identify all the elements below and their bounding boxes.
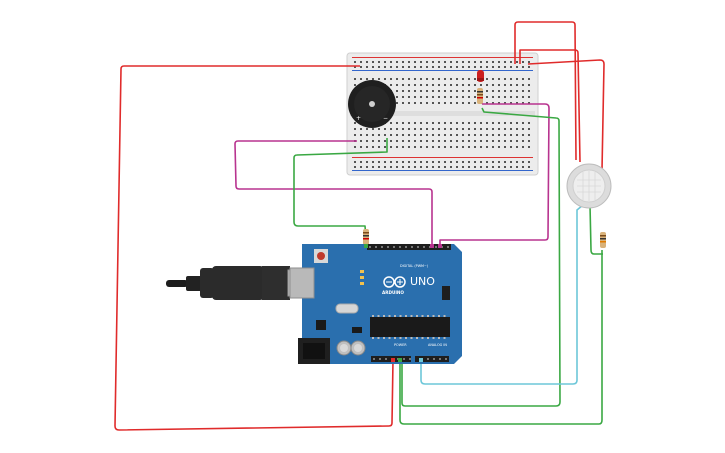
digital-resistor[interactable] — [363, 229, 369, 245]
chip-pins — [372, 315, 446, 339]
analog-label: ANALOG IN — [428, 343, 447, 347]
wires — [114, 21, 605, 431]
usb-cable-icon[interactable] — [166, 266, 311, 300]
wire-magenta-buzzer[interactable] — [234, 140, 433, 246]
wire-cyan-sensor[interactable] — [420, 204, 584, 385]
wire-red-top-3[interactable] — [527, 59, 605, 171]
led[interactable] — [477, 70, 484, 82]
digital-label: DIGITAL (PWM~) — [400, 264, 429, 268]
wire-red-top-2[interactable] — [519, 49, 581, 163]
wire-red-top-1[interactable] — [514, 21, 577, 161]
led-resistor[interactable] — [477, 88, 483, 104]
wire-red-left[interactable] — [114, 65, 394, 431]
buzzer[interactable]: + − — [348, 80, 396, 128]
gas-sensor[interactable] — [566, 163, 612, 209]
wire-magenta-led[interactable] — [439, 103, 550, 246]
buzzer-plus-label: + — [356, 115, 361, 122]
power-label: POWER — [394, 343, 407, 347]
gas-sensor-mesh — [577, 171, 601, 201]
buzzer-minus-label: − — [383, 115, 388, 122]
arduino-name-label: ARDUINO — [382, 290, 404, 295]
wire-green-sensor[interactable] — [399, 250, 603, 425]
sensor-resistor[interactable] — [600, 232, 606, 248]
wire-green-led[interactable] — [401, 107, 561, 407]
breadboard[interactable] — [346, 52, 539, 176]
arduino-logo-icon — [383, 276, 406, 288]
arduino-model-label: UNO — [410, 275, 435, 288]
breadboard-holes — [354, 61, 530, 168]
wire-green-buzzer[interactable] — [293, 138, 388, 239]
wire-endpoints — [364, 244, 442, 362]
arduino-board[interactable]: UNO ARDUINO DIGITAL (PWM~) POWER ANALOG … — [289, 244, 462, 364]
wire-green-sensor-2[interactable] — [589, 204, 603, 255]
